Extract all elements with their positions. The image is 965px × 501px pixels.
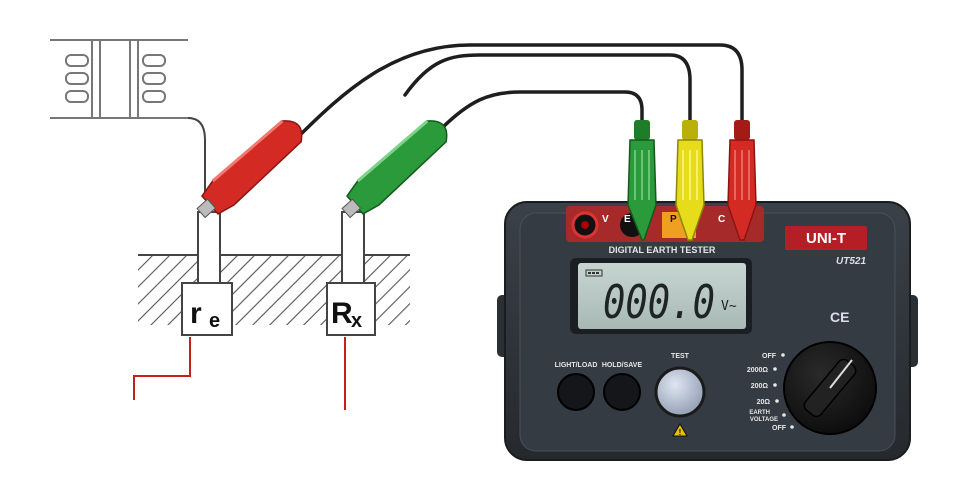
rx-label: R	[331, 297, 353, 330]
test-electrode-rx: R x	[326, 211, 376, 410]
green-alligator-clip	[341, 119, 448, 219]
red-alligator-clip	[196, 119, 303, 219]
earth-electrode-re: r e	[133, 211, 233, 400]
yellow-plug	[675, 120, 705, 241]
terminal-c[interactable]: C	[718, 214, 725, 225]
brand-badge	[785, 226, 867, 250]
earth-tester-device: V E P C UNI-T UT521 CE DIGITAL EARTH TES…	[497, 201, 918, 461]
dial-pos-earth: EARTH	[749, 410, 770, 416]
ce-mark: CE	[830, 309, 849, 325]
dial-position-dots	[773, 353, 794, 429]
light-load-button[interactable]	[557, 373, 595, 411]
rotary-selector-knob[interactable]	[783, 341, 877, 435]
svg-text:!: !	[679, 428, 682, 437]
dial-pos-2000: 2000Ω	[747, 367, 769, 374]
dial-pos-voltage: VOLTAGE	[750, 417, 778, 423]
dial-pos-off-top: OFF	[762, 353, 777, 360]
hold-save-button[interactable]	[603, 373, 641, 411]
test-label: TEST	[671, 353, 690, 360]
test-button[interactable]	[654, 366, 706, 418]
hold-save-label: HOLD/SAVE	[602, 362, 643, 369]
transformer-symbol	[50, 39, 206, 195]
test-leads	[293, 43, 744, 142]
lcd-unit: V~	[721, 299, 737, 314]
knob-pointer	[829, 359, 853, 389]
lcd-reading: 000.0	[603, 275, 715, 329]
re-subscript: e	[209, 310, 220, 332]
battery-icon	[585, 269, 603, 277]
dial-pos-200: 200Ω	[751, 383, 769, 390]
rx-subscript: x	[351, 310, 362, 332]
warning-icon: !	[672, 423, 688, 437]
terminal-v-label: V	[602, 214, 609, 225]
model-number: UT521	[836, 256, 866, 267]
terminal-e-label: E	[624, 214, 631, 225]
dial-pos-20: 20Ω	[757, 399, 771, 406]
terminal-v[interactable]: V	[571, 211, 609, 239]
lcd-screen	[578, 263, 746, 329]
brand-name: UNI-T	[806, 230, 846, 247]
green-plug	[627, 120, 657, 241]
red-plug	[727, 120, 757, 241]
light-load-label: LIGHT/LOAD	[555, 362, 598, 369]
re-label: r	[190, 297, 202, 330]
terminal-p-label: P	[670, 214, 677, 225]
device-title: DIGITAL EARTH TESTER	[609, 245, 716, 255]
terminal-c-label: C	[718, 214, 725, 225]
dial-pos-off-bottom: OFF	[772, 425, 787, 432]
